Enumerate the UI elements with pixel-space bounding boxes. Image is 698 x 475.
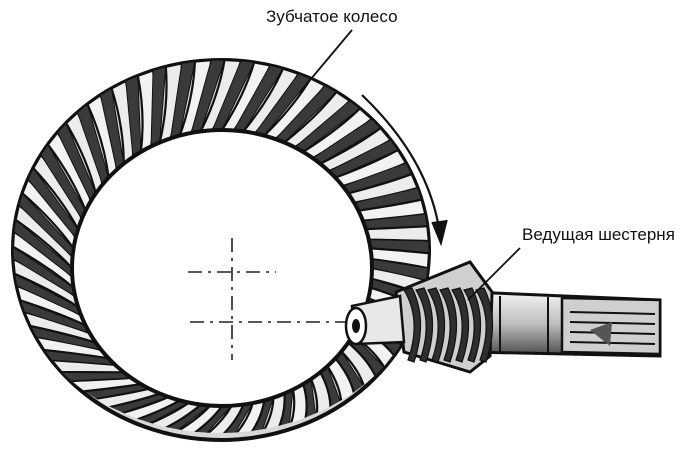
ring-gear-label: Зубчатое колесо	[266, 8, 398, 25]
leader-ring-gear	[300, 30, 352, 92]
ring-gear	[13, 60, 429, 440]
pinion-label: Ведущая шестерня	[522, 226, 675, 243]
ring-gear-inner-edge	[72, 130, 372, 406]
ring-gear-tooth	[366, 226, 429, 241]
pinion-shaft	[470, 292, 660, 356]
